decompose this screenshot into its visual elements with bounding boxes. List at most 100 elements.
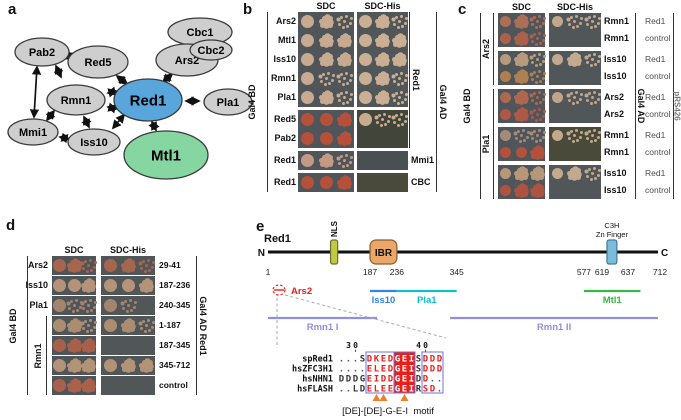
colony-spot: [300, 91, 314, 104]
spot-slot: [566, 144, 583, 161]
colony-spot: [500, 168, 512, 179]
colony-spot: [52, 359, 66, 372]
colony-spot: [103, 299, 117, 312]
alignment-residue: S: [416, 355, 421, 365]
spot-slot: [298, 129, 317, 148]
spot-slot: [101, 376, 119, 395]
spot-slot: [584, 89, 601, 106]
spot-slot: [498, 106, 514, 123]
spot-slot: [498, 127, 514, 144]
spot-slot: [52, 316, 67, 335]
tick-label: 236: [390, 267, 404, 277]
spot-slot: [357, 151, 374, 170]
plasmid-label: Red1: [645, 92, 666, 102]
spot-slot: [514, 30, 530, 47]
spot-slot: [137, 256, 155, 275]
colony-spot: [300, 132, 314, 145]
bd-label: Red1: [273, 177, 296, 187]
alignment-residue: D: [339, 375, 345, 385]
spot-slot: [357, 129, 374, 148]
alignment-residue: E: [381, 365, 386, 375]
alignment-residue: E: [402, 355, 407, 365]
network-node-rmn1: Rmn1: [46, 84, 106, 116]
colony-spot: [500, 33, 512, 44]
colony-spot: [343, 159, 347, 162]
colony-spot: [342, 180, 348, 185]
spot-slot: [298, 50, 317, 69]
plate-cell-sdc-his: [101, 276, 155, 295]
colony-spot: [535, 75, 539, 78]
bd-label: Iss10: [25, 280, 48, 290]
bracket-line: [27, 256, 28, 395]
colony-spot: [52, 339, 66, 352]
spot-slot: [549, 144, 566, 161]
colony-spot: [535, 134, 539, 137]
ad-label: Mmi1: [411, 155, 435, 165]
bd-group-label: Pla1: [481, 134, 491, 154]
colony-spot: [398, 118, 401, 121]
spot-slot: [566, 68, 583, 85]
plate-cell-sdc: [298, 173, 354, 192]
colony-spot: [86, 343, 92, 348]
prs426-axis-label: pRS426: [672, 91, 681, 121]
alignment-residue: G: [360, 375, 365, 385]
colony-spot: [87, 324, 91, 327]
colony-spot: [500, 185, 512, 196]
colony-spot: [71, 343, 77, 348]
spot-slot: [529, 182, 545, 199]
alignment-residue: .: [430, 375, 435, 385]
spot-slot: [119, 276, 137, 295]
colony-spot: [552, 92, 564, 103]
plate-cell-sdc-his: [549, 106, 601, 123]
alignment-residue: D: [353, 375, 359, 385]
colony-spot: [52, 299, 66, 312]
colony-spot: [519, 112, 524, 117]
panel-d-label: d: [6, 217, 16, 234]
ad-label: Ars2: [604, 109, 625, 119]
spot-slot: [529, 127, 545, 144]
spot-slot: [67, 276, 82, 295]
spot-slot: [335, 129, 354, 148]
colony-spot: [86, 363, 92, 368]
node-label: Rmn1: [61, 95, 92, 107]
colony-spot: [500, 130, 512, 141]
spot-slot: [137, 316, 155, 335]
spot-slot: [298, 69, 317, 88]
region-label-ars2: Ars2: [291, 286, 312, 297]
spot-slot: [137, 276, 155, 295]
spot-slot: [357, 69, 374, 88]
interaction-arrow-ars2-red1: [161, 72, 174, 84]
spot-slot: [119, 256, 137, 275]
spot-slot: [335, 12, 354, 31]
alignment-position-label: 0: [423, 341, 428, 350]
spot-slot: [317, 151, 336, 170]
motif-caption: [DE]-[DE]-G-E-I motif: [342, 406, 434, 417]
alignment-residue: E: [367, 365, 372, 375]
colony-spot: [359, 53, 372, 66]
alignment-residue: E: [388, 385, 393, 395]
bd-group-label: Ars2: [481, 38, 491, 60]
spot-slot: [584, 182, 601, 199]
plate-cell-sdc: [298, 151, 354, 170]
colony-spot: [300, 34, 314, 47]
alignment-residue: D: [437, 355, 443, 365]
colony-spot: [52, 379, 66, 392]
alignment-position-label: 3: [346, 341, 351, 350]
colony-spot: [319, 132, 333, 145]
node-label: Mtl1: [151, 147, 181, 164]
network-node-pab2: Pab2: [14, 37, 70, 67]
plate-cell-sdc: [52, 356, 96, 375]
spot-slot: [374, 110, 391, 129]
alignment-residue: I: [409, 375, 414, 385]
spot-slot: [374, 151, 391, 170]
media-header: SDC: [64, 245, 84, 255]
spot-slot: [514, 68, 530, 85]
spot-slot: [52, 296, 67, 315]
spot-slot: [374, 69, 391, 88]
colony-spot: [535, 37, 539, 40]
alignment-residue: D: [423, 375, 429, 385]
colony-spot: [552, 54, 564, 65]
alignment-residue: L: [374, 365, 380, 375]
